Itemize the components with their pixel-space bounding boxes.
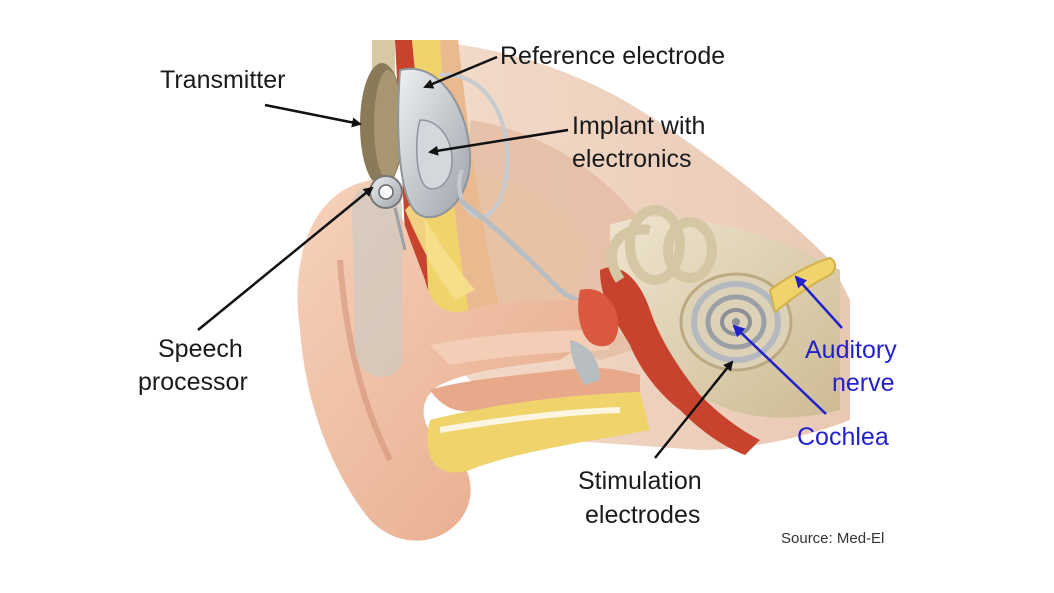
pointer-auditory-nerve	[794, 275, 843, 329]
pointer-stimulation-electrodes	[654, 360, 734, 459]
label-reference-electrode: Reference electrode	[500, 42, 726, 70]
pointer-transmitter	[264, 103, 362, 128]
label-auditory-line2: nerve	[832, 369, 895, 397]
cochlea-structure	[679, 272, 793, 372]
pointer-implant	[428, 128, 569, 156]
label-transmitter: Transmitter	[160, 66, 286, 94]
pointer-speech-processor	[197, 186, 374, 331]
source-credit: Source: Med-El	[781, 530, 885, 547]
middle-ear	[570, 267, 760, 455]
speech-processor-device	[352, 175, 407, 377]
label-auditory-line1: Auditory	[805, 336, 897, 364]
pointer-lines	[197, 55, 843, 459]
label-implant-line1: Implant with	[572, 112, 706, 140]
label-cochlea: Cochlea	[797, 423, 889, 451]
label-stim-line1: Stimulation	[578, 467, 702, 495]
label-speech-line1: Speech	[158, 335, 243, 363]
label-implant-line2: electronics	[572, 145, 692, 173]
semicircular-canals	[607, 205, 717, 285]
pointer-reference-electrode	[423, 55, 498, 89]
label-stim-line2: electrodes	[585, 501, 701, 529]
ear-canal	[427, 330, 650, 473]
pointer-cochlea	[732, 324, 827, 415]
label-speech-line2: processor	[138, 368, 248, 396]
transmitter-device	[360, 63, 404, 187]
